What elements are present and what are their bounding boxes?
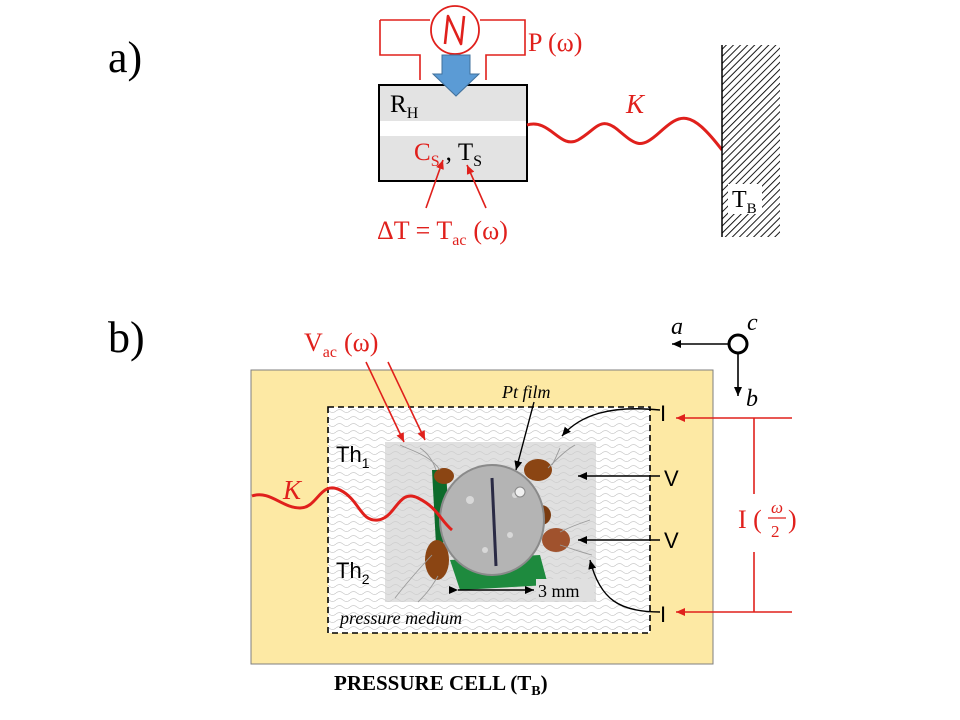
vac-frequency: (ω) [344, 328, 378, 357]
thermocouple-2-label: Th [336, 558, 362, 583]
delta-t-label: ΔT = T [377, 216, 452, 245]
power-label: P (ω) [528, 28, 582, 57]
scale-bar-label: 3 mm [538, 581, 580, 601]
vac-arrow-right [387, 361, 426, 441]
svg-text:RH: RH [390, 91, 419, 122]
svg-text:ΔT = Tac(ω): ΔT = Tac (ω) [377, 216, 508, 249]
pressure-cell-label: PRESSURE CELL (T [334, 671, 531, 695]
panel-a-label: a) [108, 33, 142, 82]
delta-t-arrow-right [466, 164, 487, 209]
current-label-close: ) [788, 505, 797, 534]
crystal-axes-icon [672, 333, 749, 396]
panel-b: b) [108, 310, 797, 699]
sample-box [378, 84, 528, 182]
power-flow-arrow-icon [431, 54, 481, 97]
terminal-current-top: I [660, 401, 666, 426]
heat-capacity-subscript: S [431, 153, 440, 170]
axis-c-label: c [747, 310, 758, 336]
thermal-link-spring-b [251, 486, 453, 532]
vac-arrow-left [365, 361, 405, 443]
terminal-voltage-1: V [664, 466, 679, 491]
thermocouple-1-label: Th [336, 442, 362, 467]
ac-power-circuit [379, 5, 526, 80]
pt-film-label: Pt film [501, 382, 551, 402]
heat-capacity-label: C [414, 139, 431, 166]
thermocouple-2-subscript: 2 [362, 571, 370, 587]
thermal-link-label: K [625, 89, 646, 119]
heater-subscript: H [407, 105, 419, 122]
pt-film-pointer [514, 401, 535, 471]
svg-text:CS,TS: CS,TS [414, 139, 482, 170]
current-lead-top-pointer [561, 408, 661, 437]
vac-subscript: ac [323, 344, 337, 361]
panel-b-label: b) [108, 313, 145, 362]
sample-temperature-label: T [458, 139, 473, 166]
comma-separator: , [446, 139, 452, 166]
delta-t-subscript: ac [452, 232, 466, 249]
heater-label: R [390, 91, 407, 118]
axis-b-label: b [746, 386, 758, 412]
terminal-voltage-2: V [664, 528, 679, 553]
current-lead-bottom-pointer [588, 559, 661, 613]
thermocouple-1-subscript: 1 [362, 455, 370, 471]
svg-text:Vac(ω): Vac (ω) [304, 328, 378, 361]
pressure-cell-subscript: B [531, 684, 540, 699]
vac-label: V [304, 328, 323, 357]
svg-text:Th2: Th2 [336, 558, 370, 587]
panel-a: a) P (ω) RH CS,TS K TB [108, 5, 780, 249]
delta-t-arrow-left [425, 159, 444, 209]
svg-text:Th1: Th1 [336, 442, 370, 471]
current-fraction-numerator: ω [771, 498, 783, 517]
pressure-medium-label: pressure medium [338, 608, 462, 628]
sample-temperature-subscript: S [473, 153, 482, 170]
pressure-cell-label-close: ) [541, 671, 548, 695]
svg-text:TB: TB [732, 187, 757, 217]
bath-temperature-subscript: B [747, 201, 757, 217]
bath-temperature-label: T [732, 187, 747, 213]
sample-photo [385, 442, 596, 603]
thermal-link-label-b: K [282, 475, 303, 505]
delta-t-frequency: (ω) [473, 216, 507, 245]
axis-a-label: a [671, 314, 683, 340]
current-label: I ( [738, 505, 762, 534]
terminal-current-bottom: I [660, 602, 666, 627]
thermal-link-spring [526, 116, 724, 151]
svg-text:PRESSURE CELL (TB): PRESSURE CELL (TB) [334, 671, 548, 699]
current-fraction-denominator: 2 [771, 522, 780, 541]
